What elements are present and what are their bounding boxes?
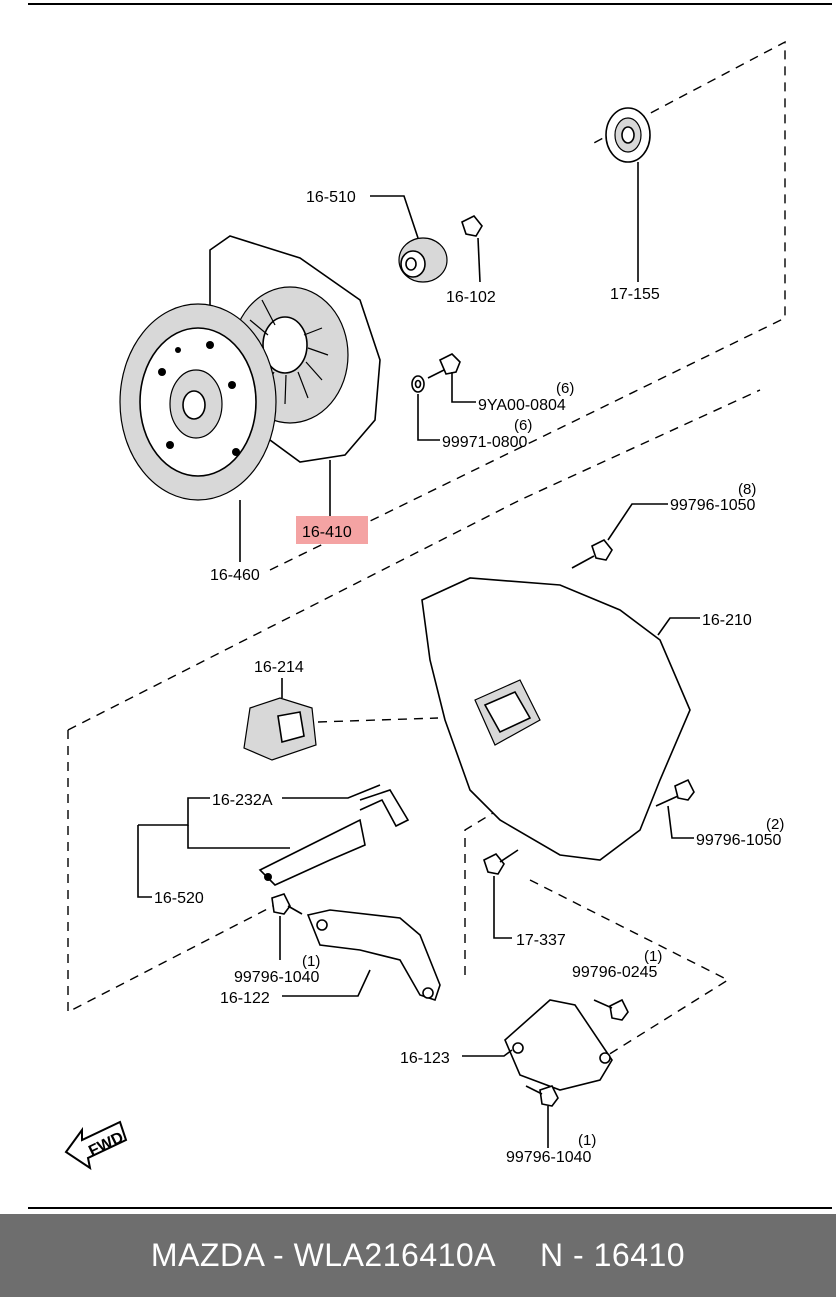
bolt-99796-1040-bottom (525, 1085, 559, 1148)
release-bearing-16510 (370, 195, 448, 283)
boot-16214 (243, 678, 439, 761)
label-16520[interactable]: 16-520 (154, 890, 204, 907)
footer-part-code: MAZDA - WLA216410A (150, 1237, 497, 1273)
label-16122[interactable]: 16-122 (220, 990, 270, 1007)
bolt-99796-1040-left (271, 893, 303, 960)
assembly-boundary (67, 40, 786, 1056)
label-16210[interactable]: 16-210 (702, 612, 752, 629)
label-16232a[interactable]: 16-232A (212, 792, 273, 809)
part-number-footer: MAZDA - WLA216410A N - 16410 (0, 1214, 836, 1297)
clutch-disc-16460 (119, 303, 277, 562)
label-99796-1040-bottom[interactable]: 99796-1040 (506, 1149, 592, 1166)
qty-99796-1040-left: (1) (302, 953, 320, 970)
label-16102[interactable]: 16-102 (446, 289, 496, 306)
bolt-99796-1050-right (655, 778, 695, 839)
fitting-16102 (461, 214, 483, 283)
qty-99796-1050-right: (2) (766, 816, 784, 833)
qty-99796-1050-top: (8) (738, 481, 756, 498)
highlight-box-16410 (296, 516, 368, 544)
qty-9ya00: (6) (556, 380, 574, 397)
label-99796-0245[interactable]: 99796-0245 (572, 964, 658, 981)
parts-diagram: FWD 16-510 16-102 17-155 (6) 9YA00-0804 … (28, 3, 832, 1209)
qty-99796-0245: (1) (644, 948, 662, 965)
bolt-17337 (483, 849, 519, 939)
label-99796-1050-top[interactable]: 99796-1050 (670, 497, 756, 514)
bolt-9ya00 (427, 353, 476, 403)
bolt-99796-1050-top (571, 503, 668, 569)
label-16410[interactable]: 16-410 (302, 524, 352, 541)
bearing-17155 (605, 107, 651, 282)
label-16123[interactable]: 16-123 (400, 1050, 450, 1067)
label-16214[interactable]: 16-214 (254, 659, 304, 676)
washer-99971 (411, 375, 440, 441)
label-17337[interactable]: 17-337 (516, 932, 566, 949)
label-99971-0800[interactable]: 99971-0800 (442, 434, 528, 451)
qty-99971: (6) (514, 417, 532, 434)
label-16510[interactable]: 16-510 (306, 189, 356, 206)
label-16460[interactable]: 16-460 (210, 567, 260, 584)
bell-housing-16210 (421, 577, 700, 861)
footer-part-number: N - 16410 (540, 1237, 686, 1273)
label-99796-1050-right[interactable]: 99796-1050 (696, 832, 782, 849)
bracket-16123 (462, 999, 613, 1091)
bolt-99796-0245 (593, 998, 629, 1021)
bracket-16122 (282, 909, 441, 1002)
label-99796-1040-left[interactable]: 99796-1040 (234, 969, 320, 986)
label-9ya00-0804[interactable]: 9YA00-0804 (478, 397, 566, 414)
label-17155[interactable]: 17-155 (610, 286, 660, 303)
qty-99796-1040-bottom: (1) (578, 1132, 596, 1149)
forward-arrow-icon: FWD (64, 1120, 128, 1171)
release-fork-16520 (137, 784, 410, 898)
